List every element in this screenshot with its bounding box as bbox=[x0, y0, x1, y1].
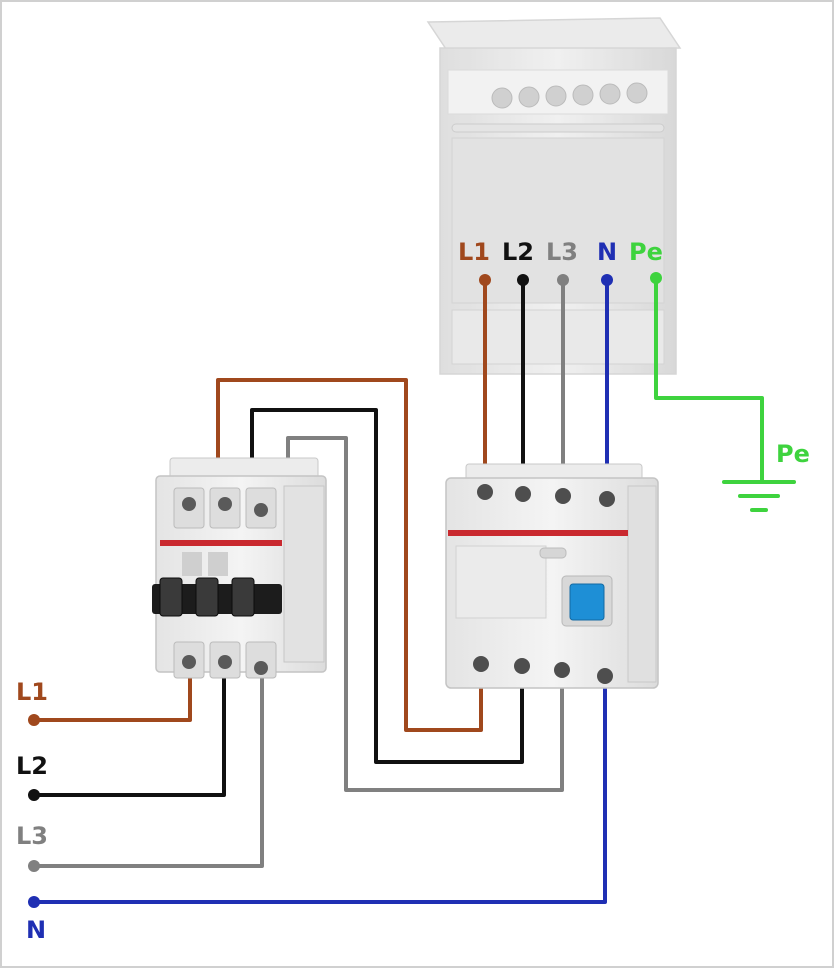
stove-knob bbox=[518, 86, 540, 108]
stove-label-l3: L3 bbox=[546, 238, 578, 266]
toggle-handle bbox=[195, 577, 219, 617]
rcd-top-screws bbox=[477, 484, 615, 507]
supply-label-l2: L2 bbox=[16, 752, 48, 780]
supply-labels: L1 L2 L3 N bbox=[16, 678, 48, 944]
rcd-device-4pole bbox=[445, 463, 659, 689]
wire-l3-supply bbox=[32, 670, 264, 868]
terminal-dots bbox=[28, 272, 662, 908]
breaker-side-module bbox=[283, 485, 325, 663]
dot-supply-l2 bbox=[28, 789, 40, 801]
rcd-red-stripe bbox=[448, 530, 628, 536]
stove-labels: L1 L2 L3 N Pe bbox=[458, 238, 663, 266]
wire-l1-breaker-rcd bbox=[216, 378, 483, 732]
wire-l1-supply bbox=[32, 660, 192, 722]
terminal-socket bbox=[245, 641, 277, 679]
dot-supply-l1 bbox=[28, 714, 40, 726]
wire-n-supply bbox=[32, 674, 607, 904]
screw bbox=[514, 658, 530, 674]
rcd-info-panel bbox=[455, 545, 547, 619]
toggle-handle bbox=[231, 577, 255, 617]
breaker-label-plate bbox=[208, 552, 228, 576]
breaker-label-plate bbox=[182, 552, 202, 576]
screw bbox=[254, 503, 268, 517]
dot-stove-l2 bbox=[517, 274, 529, 286]
wire-l2-breaker-rcd bbox=[250, 408, 524, 764]
breaker-bottom-screws bbox=[182, 655, 268, 675]
screw bbox=[218, 497, 232, 511]
ground-symbol bbox=[722, 480, 796, 512]
supply-label-n: N bbox=[26, 916, 46, 944]
screw bbox=[599, 491, 615, 507]
rcd-side-edge bbox=[627, 485, 657, 683]
wire-l2-supply bbox=[32, 660, 226, 797]
stove-drawer bbox=[451, 309, 665, 365]
wires bbox=[32, 276, 764, 904]
supply-label-l1: L1 bbox=[16, 678, 48, 706]
wire-pe-ground bbox=[654, 276, 764, 484]
rcd-bottom-screws bbox=[473, 656, 613, 684]
breaker-top-screws bbox=[182, 497, 268, 517]
dot-supply-l3 bbox=[28, 860, 40, 872]
dot-stove-l3 bbox=[557, 274, 569, 286]
wire-l3-breaker-rcd bbox=[286, 436, 564, 792]
stove-knob bbox=[599, 83, 621, 105]
toggle-handle bbox=[159, 577, 183, 617]
screw bbox=[182, 497, 196, 511]
screw bbox=[597, 668, 613, 684]
stove-label-l2: L2 bbox=[502, 238, 534, 266]
breaker-labels bbox=[182, 552, 228, 576]
breaker-toggle-handles bbox=[159, 577, 255, 617]
stove-label-n: N bbox=[597, 238, 617, 266]
stove-knob bbox=[572, 84, 594, 106]
stove-label-l1: L1 bbox=[458, 238, 490, 266]
screw bbox=[515, 486, 531, 502]
rcd-blue-lever bbox=[569, 583, 605, 621]
circuit-breaker-3pole bbox=[152, 457, 327, 679]
screw bbox=[254, 661, 268, 675]
screw bbox=[473, 656, 489, 672]
screw bbox=[554, 662, 570, 678]
screw bbox=[555, 488, 571, 504]
supply-label-l3: L3 bbox=[16, 822, 48, 850]
breaker-red-stripe bbox=[160, 540, 282, 546]
stove-top-panel bbox=[426, 17, 682, 53]
electric-stove bbox=[426, 17, 682, 375]
dot-stove-l1 bbox=[479, 274, 491, 286]
dot-stove-pe bbox=[650, 272, 662, 284]
stove-knobs bbox=[491, 82, 648, 109]
dot-stove-n bbox=[601, 274, 613, 286]
screw bbox=[477, 484, 493, 500]
dot-supply-n bbox=[28, 896, 40, 908]
rcd-test-button bbox=[539, 547, 567, 559]
ground-label: Pe bbox=[776, 440, 810, 468]
stove-knob bbox=[626, 82, 648, 104]
stove-knob bbox=[491, 87, 513, 109]
stove-label-pe: Pe bbox=[629, 238, 663, 266]
stove-oven-handle bbox=[451, 123, 665, 133]
screw bbox=[218, 655, 232, 669]
screw bbox=[182, 655, 196, 669]
stove-knob bbox=[545, 85, 567, 107]
